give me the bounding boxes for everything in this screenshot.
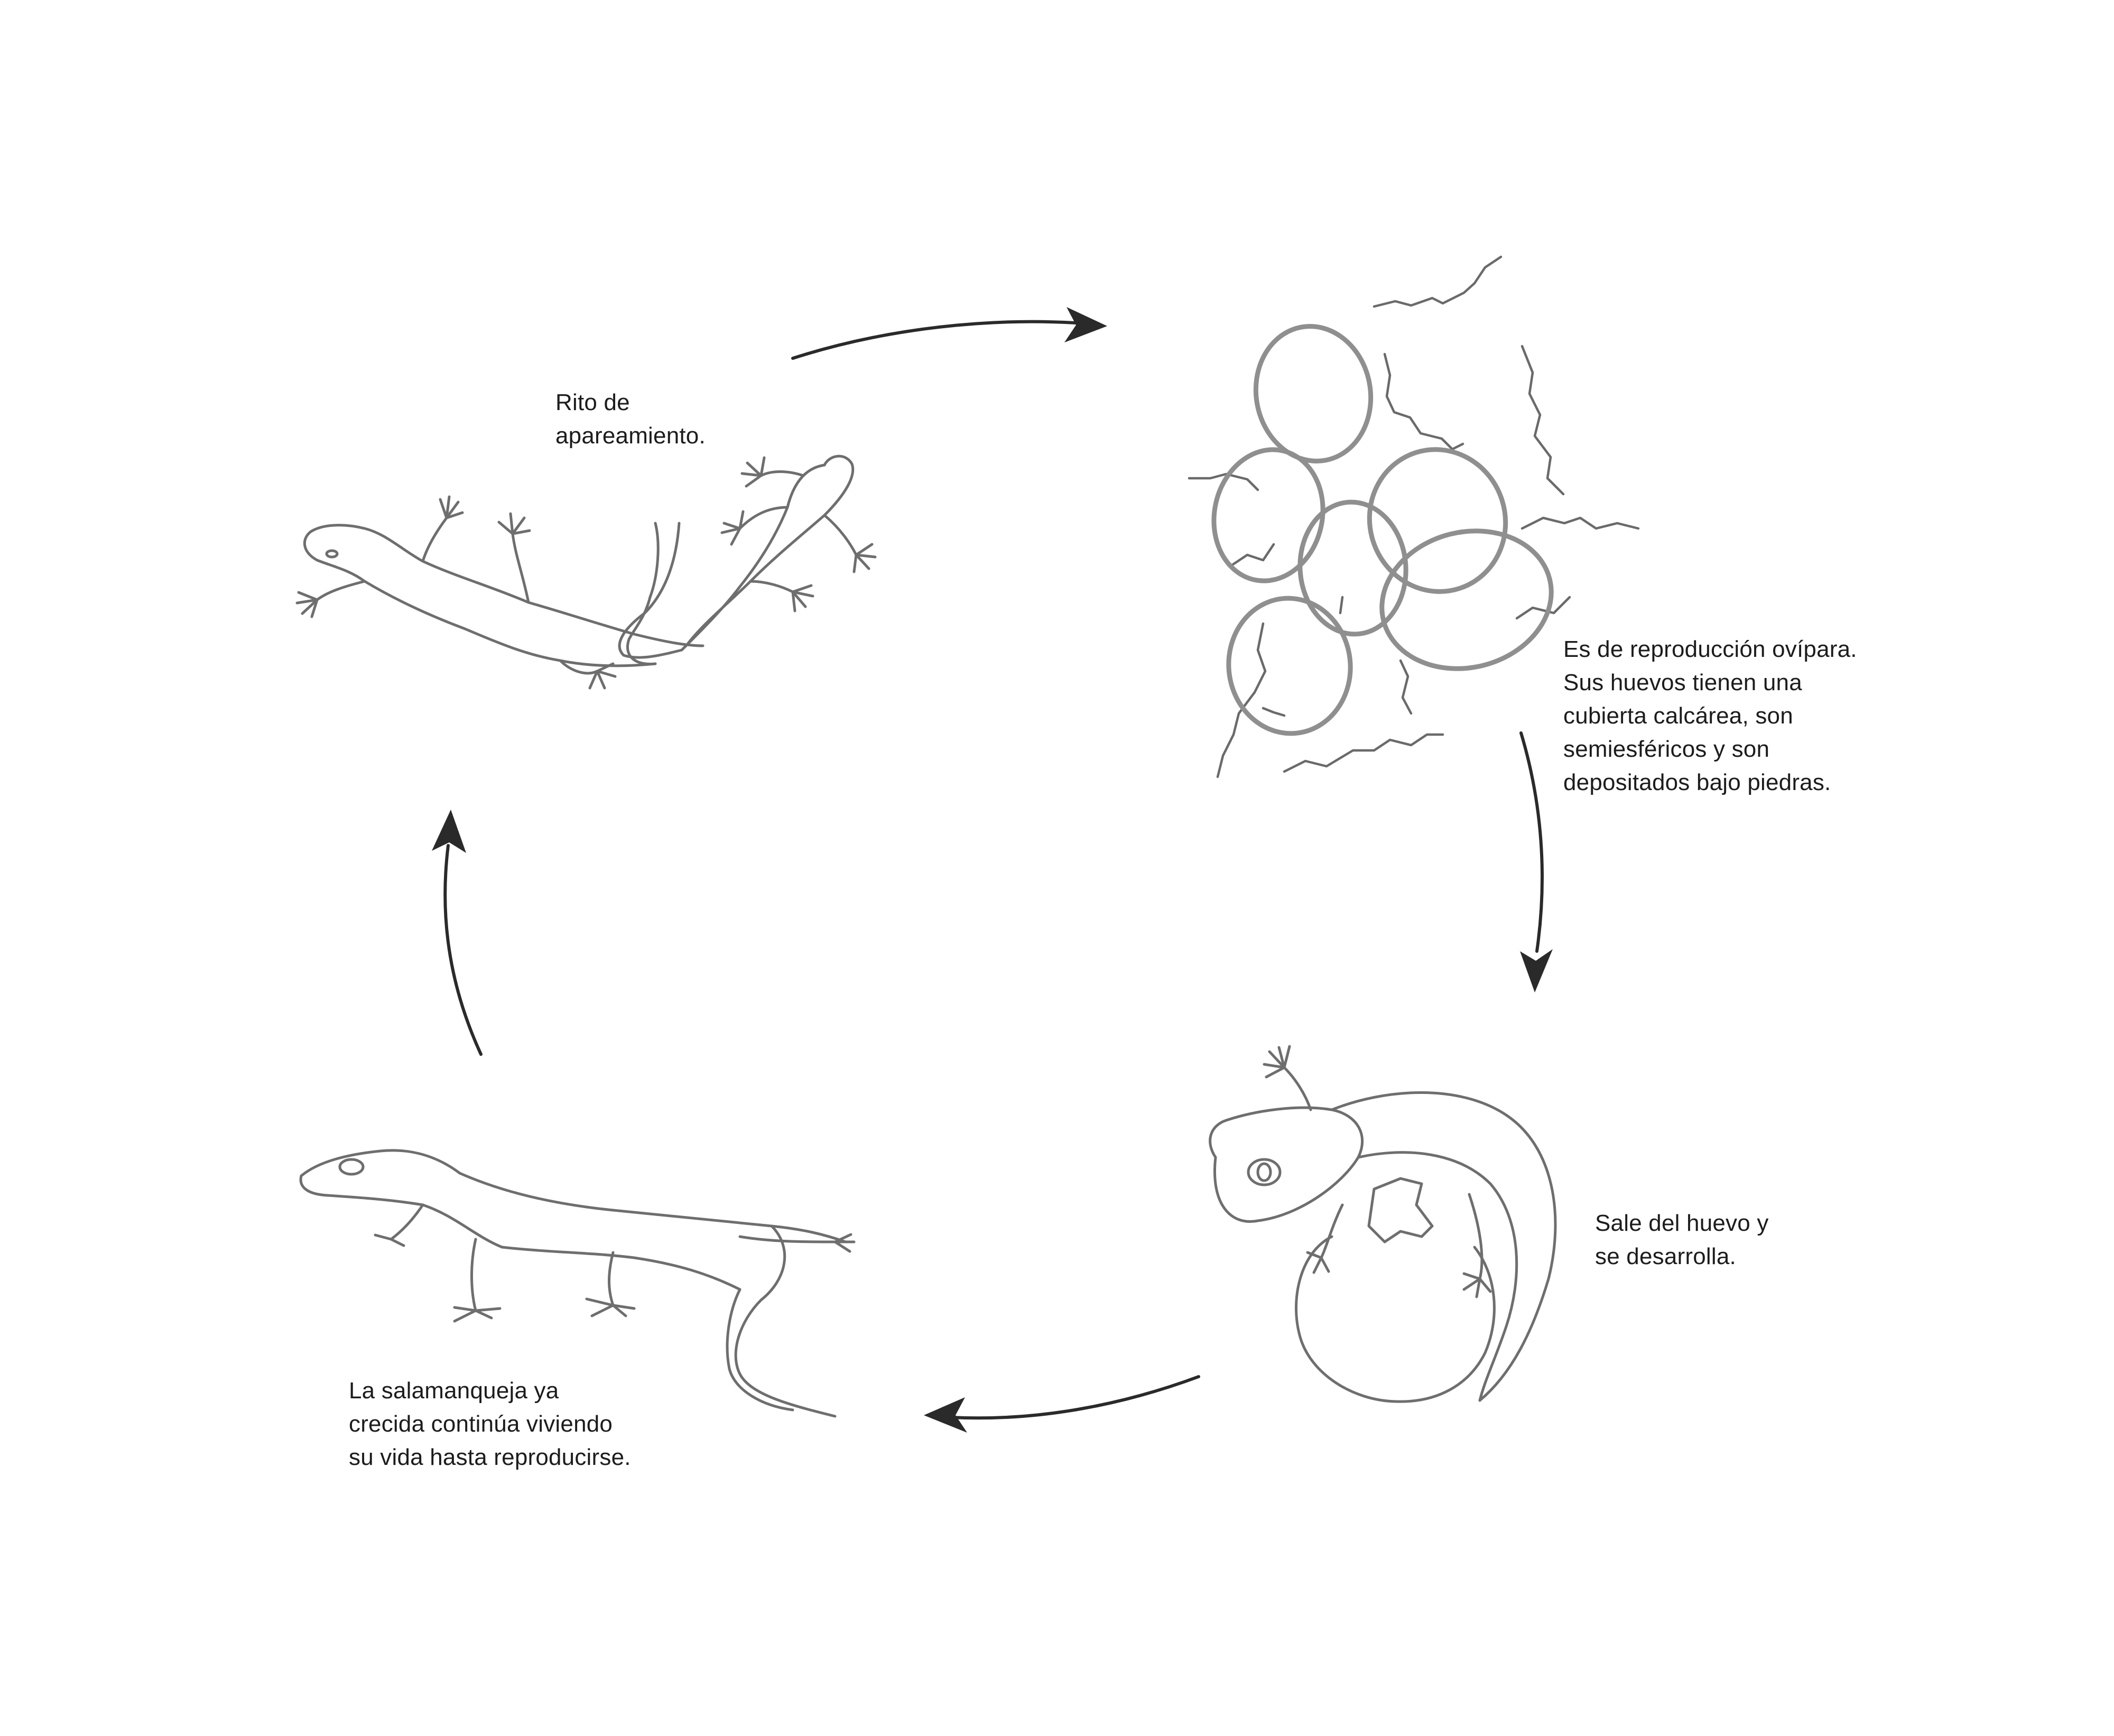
arrow-eggs-to-hatching	[1519, 731, 1553, 992]
caption-line: crecida continúa viviendo	[349, 1411, 613, 1437]
caption-line: La salamanqueja ya	[349, 1378, 559, 1404]
caption-line: cubierta calcárea, son	[1563, 703, 1793, 729]
arrow-adult-to-mating	[432, 810, 483, 1056]
adult-gecko-sketch	[299, 1149, 856, 1418]
caption-line: su vida hasta reproducirse.	[349, 1444, 631, 1470]
caption-hatching: Sale del huevo y se desarrolla.	[1595, 1206, 1769, 1273]
arrow-mating-to-eggs	[791, 307, 1107, 360]
caption-line: semiesféricos y son	[1563, 736, 1770, 762]
arrow-hatching-to-adult	[924, 1375, 1200, 1433]
hatching-gecko-sketch	[1209, 1045, 1557, 1403]
caption-line: Rito de	[555, 389, 630, 415]
arrowhead-icon	[1064, 307, 1107, 342]
arrowhead-icon	[924, 1397, 967, 1433]
arrowhead-icon	[1520, 949, 1553, 992]
caption-line: apareamiento.	[555, 423, 706, 449]
caption-adult: La salamanqueja ya crecida continúa vivi…	[349, 1374, 631, 1474]
caption-line: depositados bajo piedras.	[1563, 769, 1831, 795]
caption-line: Es de reproducción ovípara.	[1563, 636, 1857, 662]
caption-line: Sus huevos tienen una	[1563, 670, 1802, 695]
caption-line: Sale del huevo y	[1595, 1210, 1769, 1236]
egg-cluster-sketch	[1188, 255, 1640, 778]
caption-line: se desarrolla.	[1595, 1243, 1736, 1269]
caption-mating: Rito de apareamiento.	[555, 386, 706, 452]
arrowhead-icon	[432, 810, 466, 853]
caption-eggs: Es de reproducción ovípara. Sus huevos t…	[1563, 633, 1857, 799]
gecko-pair-sketch	[295, 454, 877, 690]
